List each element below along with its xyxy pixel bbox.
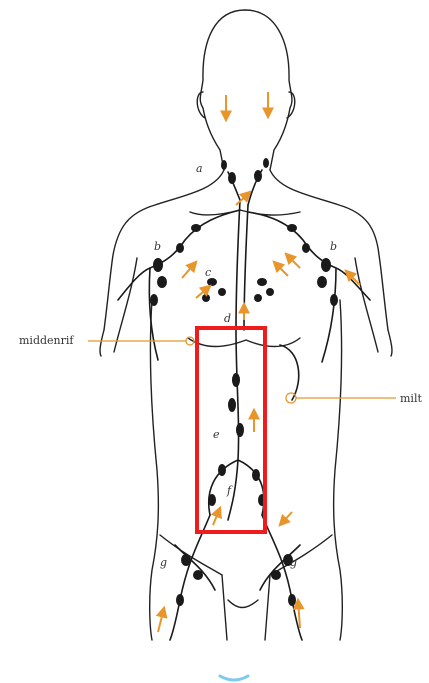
label-a: a	[196, 162, 203, 175]
arrow-icon	[286, 254, 300, 268]
arrow-icon	[274, 262, 288, 276]
label-spleen: milt	[400, 392, 422, 405]
letter-labels: a b b c d e f g g	[154, 162, 337, 569]
arrow-icon	[182, 262, 196, 278]
body-outline	[100, 10, 392, 640]
label-b-left: b	[154, 240, 161, 253]
arrow-icon	[158, 608, 164, 632]
label-b-right: b	[330, 240, 337, 253]
label-diaphragm: middenrif	[19, 334, 74, 347]
label-d: d	[224, 312, 231, 325]
label-g-left: g	[160, 556, 167, 569]
arrow-icon	[213, 508, 220, 525]
label-g-right: g	[290, 556, 297, 569]
leader-lines	[88, 337, 396, 403]
label-e: e	[213, 428, 220, 441]
label-f: f	[226, 484, 233, 497]
chevron-down-icon[interactable]	[220, 676, 248, 680]
arrow-icon	[280, 512, 292, 525]
arrow-icon	[298, 600, 300, 628]
label-c: c	[205, 266, 211, 279]
lymph-nodes	[150, 158, 338, 606]
